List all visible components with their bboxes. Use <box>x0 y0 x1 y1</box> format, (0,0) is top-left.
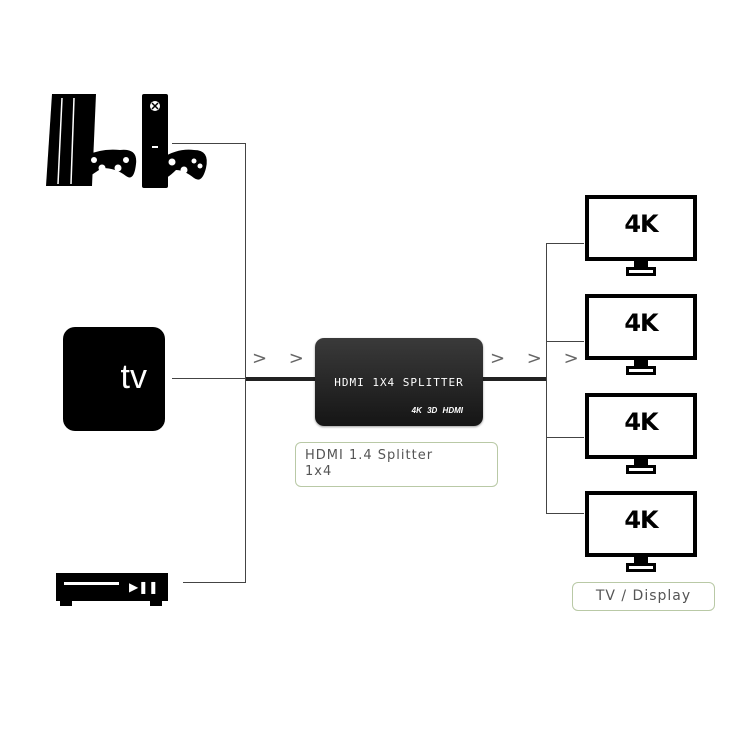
monitor-neck <box>634 360 648 368</box>
tvbox-wire-horizontal <box>172 378 246 379</box>
monitor-base <box>626 267 656 276</box>
tv-box-icon: tv <box>63 327 165 431</box>
game-console-icon <box>46 94 207 188</box>
monitor-label: 4K <box>624 210 658 238</box>
output-wire-3 <box>546 437 584 438</box>
monitor-screen <box>585 491 697 557</box>
splitter-output-cable <box>483 377 546 381</box>
output-chevrons: > > > <box>490 348 587 369</box>
monitor-icon: 4K <box>585 393 697 477</box>
monitor-neck <box>634 459 648 467</box>
splitter-caption-line2: 1x4 <box>305 464 333 479</box>
monitor-base <box>626 563 656 572</box>
monitor-label: 4K <box>624 309 658 337</box>
dvd-disc-slot <box>64 582 119 585</box>
monitor-neck <box>634 557 648 565</box>
monitor-icon: 4K <box>585 491 697 575</box>
tv-box-logo: tv <box>120 358 147 396</box>
console-wire-horizontal <box>172 143 246 144</box>
dvd-foot-right <box>150 601 162 606</box>
monitor-icon: 4K <box>585 294 697 378</box>
splitter-caption-line1: HDMI 1.4 Splitter <box>305 448 434 463</box>
output-wire-2 <box>546 341 584 342</box>
monitor-base <box>626 366 656 375</box>
output-wire-1 <box>546 243 584 244</box>
splitter-title: HDMI 1X4 SPLITTER <box>334 376 464 389</box>
monitor-screen <box>585 393 697 459</box>
dvd-player-icon: ▶❚❚ <box>56 573 168 606</box>
display-caption: TV / Display <box>572 582 715 611</box>
monitor-base <box>626 465 656 474</box>
monitor-screen <box>585 195 697 261</box>
dvd-wire-horizontal <box>183 582 246 583</box>
dvd-foot-left <box>60 601 72 606</box>
output-bus-vertical <box>546 243 547 513</box>
monitor-label: 4K <box>624 408 658 436</box>
splitter-input-cable <box>246 377 316 381</box>
output-wire-4 <box>546 513 584 514</box>
monitor-neck <box>634 261 648 269</box>
play-pause-icon: ▶❚❚ <box>129 580 159 594</box>
splitter-device: HDMI 1X4 SPLITTER 4K 3D HDMI <box>315 338 483 426</box>
splitter-badges: 4K 3D HDMI <box>411 406 463 415</box>
monitor-screen <box>585 294 697 360</box>
input-bus-vertical <box>245 143 246 583</box>
monitor-label: 4K <box>624 506 658 534</box>
monitor-icon: 4K <box>585 195 697 279</box>
splitter-caption: HDMI 1.4 Splitter 1x4 <box>295 442 498 487</box>
